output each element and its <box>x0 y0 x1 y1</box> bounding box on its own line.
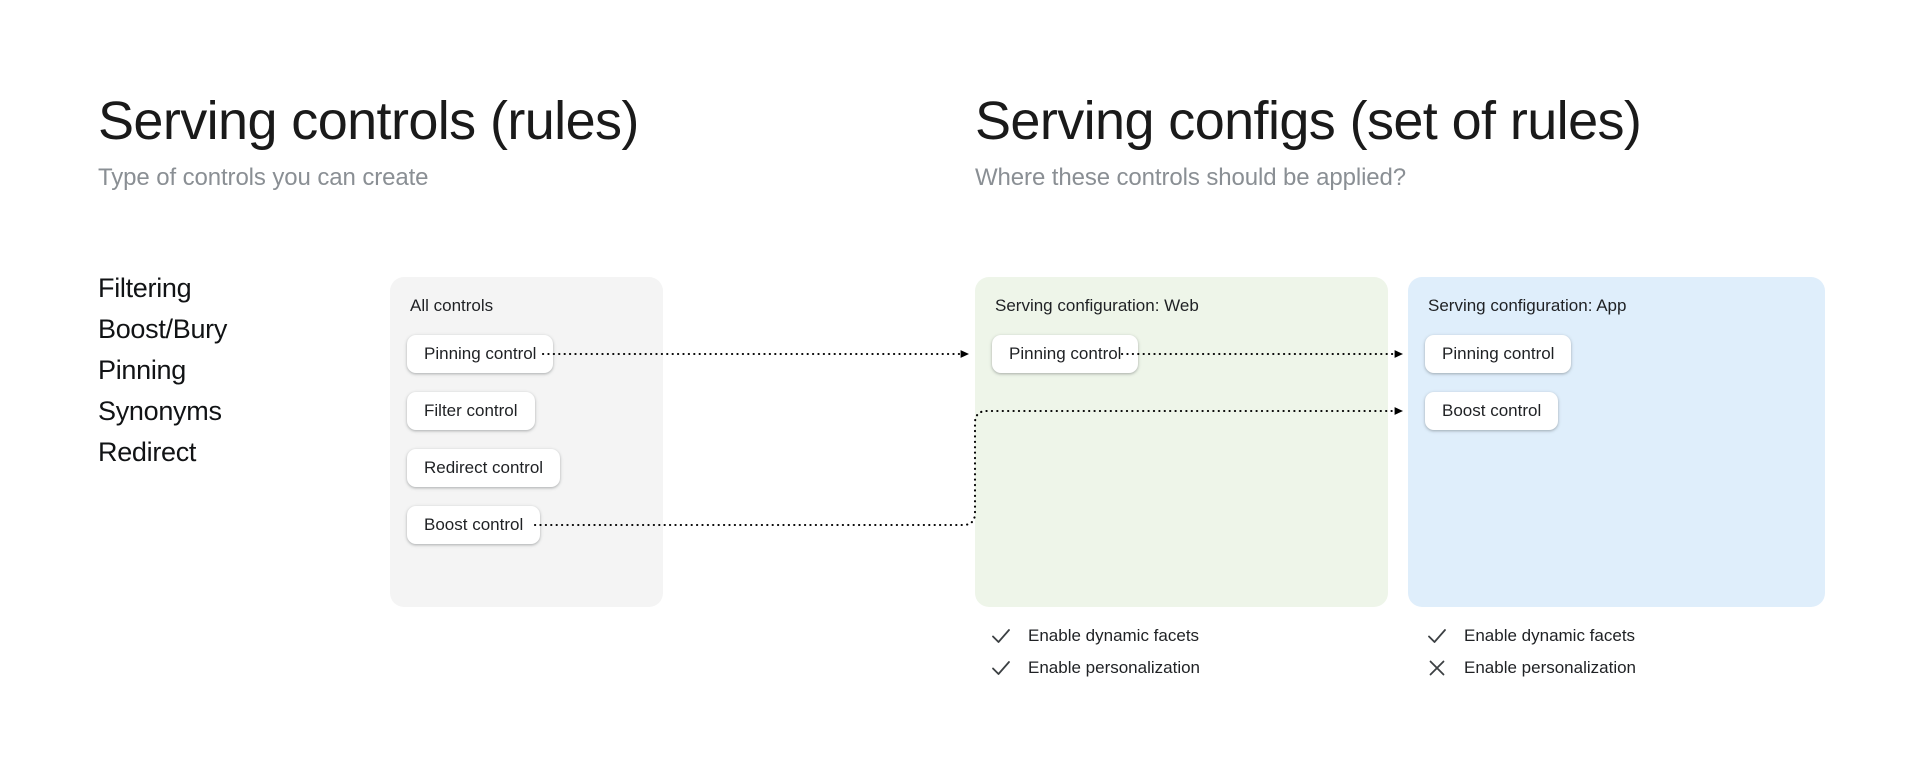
right-column-subtitle: Where these controls should be applied? <box>975 164 1407 192</box>
options-serving-config-app: Enable dynamic facets Enable personaliza… <box>1424 620 1636 684</box>
check-icon <box>992 661 1010 675</box>
chip-app-pinning-control[interactable]: Pinning control <box>1425 335 1572 373</box>
option-row-web-personalization[interactable]: Enable personalization <box>988 652 1200 684</box>
options-serving-config-web: Enable dynamic facets Enable personaliza… <box>988 620 1200 684</box>
option-label: Enable dynamic facets <box>1464 626 1636 645</box>
chip-redirect-control[interactable]: Redirect control <box>407 449 561 487</box>
control-type-item-pinning: Pinning <box>98 355 186 385</box>
panel-serving-config-app-label: Serving configuration: App <box>1428 296 1627 315</box>
panel-all-controls: All controls Pinning control Filter cont… <box>390 277 663 607</box>
right-column-header: Serving configs (set of rules) Where the… <box>975 90 1642 192</box>
chip-filter-control[interactable]: Filter control <box>407 392 535 430</box>
option-label: Enable personalization <box>1464 658 1637 677</box>
option-row-app-dynamic-facets[interactable]: Enable dynamic facets <box>1424 620 1636 652</box>
option-label: Enable personalization <box>1028 658 1201 677</box>
chip-pinning-control[interactable]: Pinning control <box>407 335 554 373</box>
right-column-title: Serving configs (set of rules) <box>975 91 1642 151</box>
option-label: Enable dynamic facets <box>1028 626 1200 645</box>
control-type-item-synonyms: Synonyms <box>98 396 222 426</box>
option-row-web-dynamic-facets[interactable]: Enable dynamic facets <box>988 620 1200 652</box>
left-column-header: Serving controls (rules) Type of control… <box>98 90 639 192</box>
panel-all-controls-label: All controls <box>410 296 494 315</box>
chip-boost-control[interactable]: Boost control <box>407 506 541 544</box>
cross-icon <box>1429 660 1445 676</box>
control-type-item-boost-bury: Boost/Bury <box>98 314 228 344</box>
check-icon <box>1428 629 1446 643</box>
left-column-subtitle: Type of controls you can create <box>98 164 429 192</box>
check-icon <box>992 629 1010 643</box>
panel-serving-config-web: Serving configuration: Web Pinning contr… <box>975 277 1388 607</box>
panel-serving-config-app: Serving configuration: App Pinning contr… <box>1408 277 1825 607</box>
control-type-item-filtering: Filtering <box>98 273 192 303</box>
panel-serving-config-web-label: Serving configuration: Web <box>995 296 1199 315</box>
option-row-app-personalization[interactable]: Enable personalization <box>1424 652 1636 684</box>
control-type-list: Filtering Boost/Bury Pinning Synonyms Re… <box>98 268 227 473</box>
chip-web-pinning-control[interactable]: Pinning control <box>992 335 1139 373</box>
left-column-title: Serving controls (rules) <box>98 91 639 151</box>
control-type-item-redirect: Redirect <box>98 437 197 467</box>
chip-app-boost-control[interactable]: Boost control <box>1425 392 1559 430</box>
